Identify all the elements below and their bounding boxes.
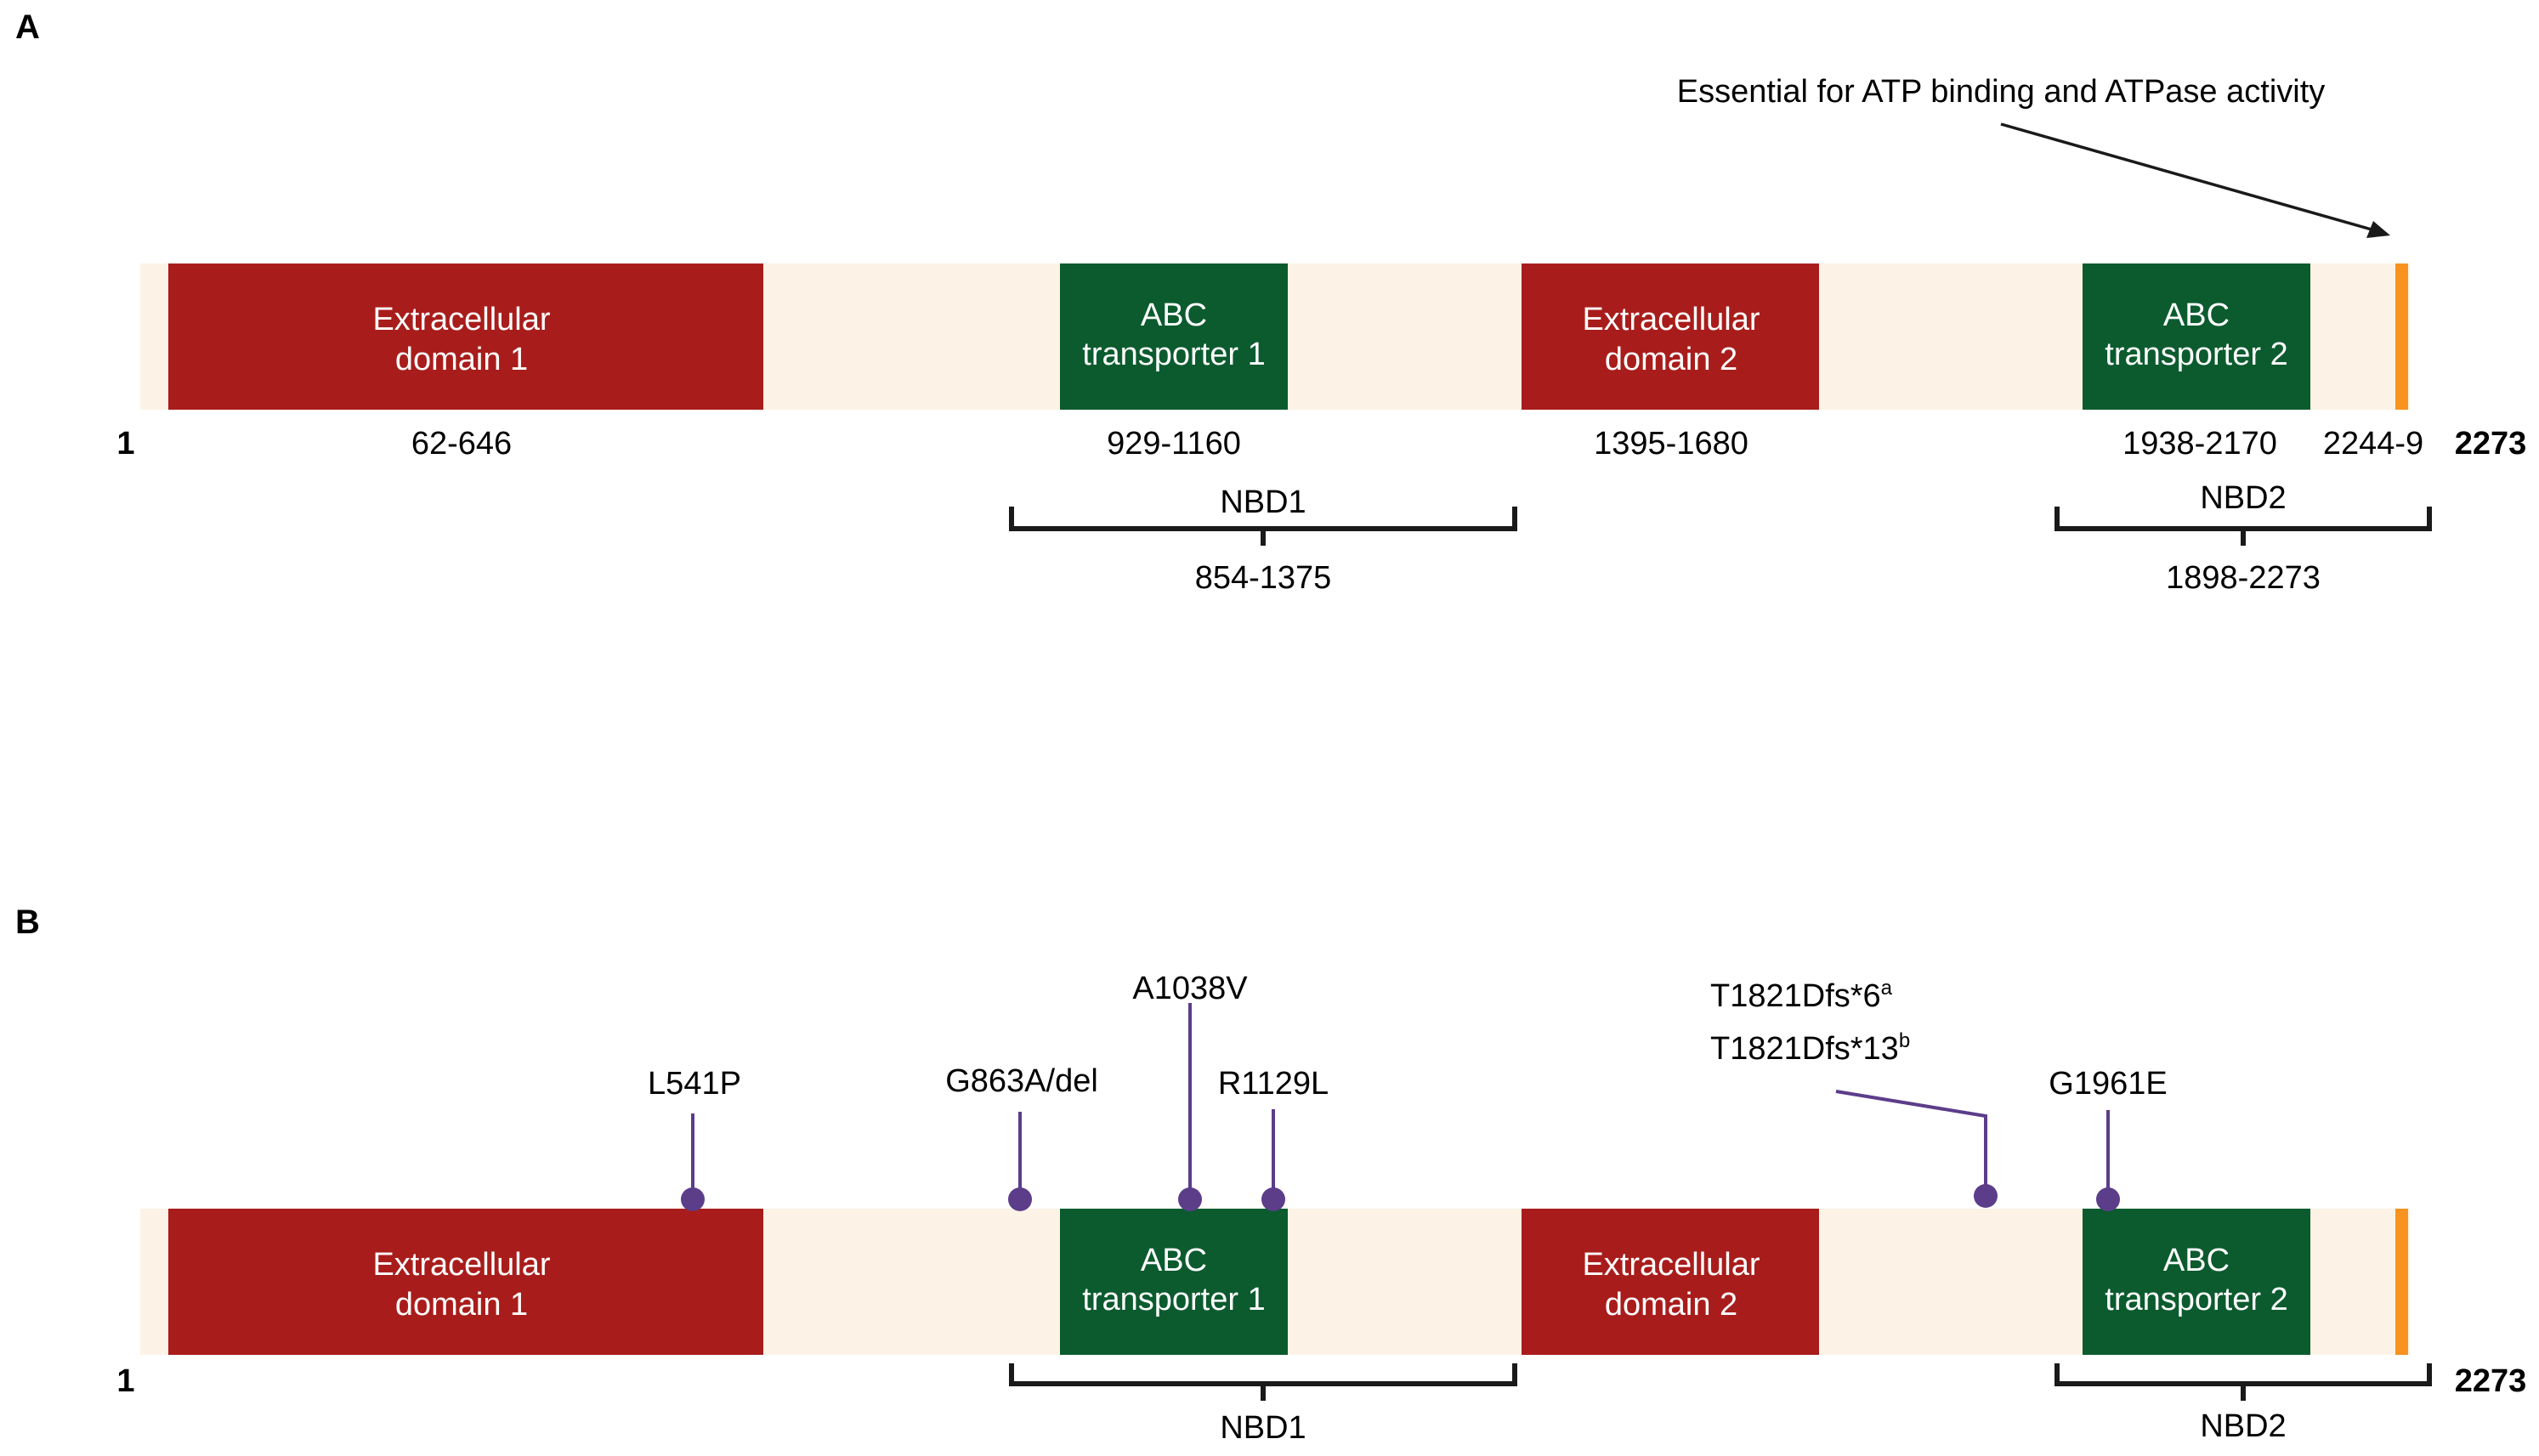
mutation-label: T1821Dfs*13b (1710, 1029, 1910, 1067)
mutation-t1821dfs: T1821Dfs*6a T1821Dfs*13b (1710, 977, 1998, 1208)
panel-b-ecd1-line1: Extracellular (372, 1247, 550, 1283)
panel-a: A Extracellular domain 1 ABC transporter… (15, 8, 2526, 596)
panel-a-abc-transporter-1 (1060, 263, 1288, 410)
mutation-dot-icon (1178, 1187, 1202, 1211)
panel-b-abc2-line2: transporter 2 (2105, 1282, 2287, 1317)
mutation-dot-icon (1008, 1187, 1032, 1211)
mutation-a1038v: A1038V (1132, 971, 1248, 1211)
mutation-label-sup2: b (1899, 1029, 1910, 1052)
mutation-label: G1961E (2049, 1066, 2167, 1102)
panel-b-end-label: 2273 (2455, 1363, 2527, 1399)
panel-a-letter: A (15, 8, 40, 46)
mutation-label-sup1: a (1881, 977, 1893, 1000)
panel-a-abc2-line1: ABC (2163, 297, 2230, 333)
panel-b-extracellular-domain-1 (168, 1209, 763, 1355)
panel-a-abc-transporter-2 (2083, 263, 2310, 410)
mutation-l541p: L541P (648, 1066, 741, 1211)
mutation-r1129l: R1129L (1218, 1066, 1329, 1211)
panel-a-extracellular-domain-1 (168, 263, 763, 410)
panel-a-nbd1-name: NBD1 (1220, 484, 1306, 520)
panel-b-atp-motif (2395, 1209, 2408, 1355)
panel-a-range-motif: 2244-9 (2323, 426, 2423, 462)
panel-b-ecd2-line1: Extracellular (1582, 1247, 1760, 1283)
panel-a-nbd1-range: 854-1375 (1195, 560, 1332, 596)
panel-a-ecd2-line1: Extracellular (1582, 302, 1760, 337)
panel-b-nbd1-name: NBD1 (1220, 1410, 1306, 1446)
panel-a-abc1-line1: ABC (1141, 297, 1207, 333)
panel-a-extracellular-domain-2 (1522, 263, 1819, 410)
panel-b-abc-transporter-2 (2083, 1209, 2310, 1355)
panel-a-nbd1-bracket (1009, 507, 1517, 546)
arrowhead-icon (2366, 221, 2390, 238)
panel-b-nbd2-name: NBD2 (2200, 1408, 2286, 1444)
panel-a-range-ecd1: 62-646 (411, 426, 512, 462)
panel-a-start-label: 1 (116, 426, 134, 462)
mutation-label: A1038V (1132, 971, 1248, 1006)
panel-a-ecd2-line2: domain 2 (1605, 342, 1737, 377)
panel-a-range-ecd2: 1395-1680 (1594, 426, 1748, 462)
panel-b-abc2-line1: ABC (2163, 1243, 2230, 1278)
panel-a-nbd2-range: 1898-2273 (2166, 560, 2321, 596)
mutation-dot-icon (1974, 1184, 1998, 1208)
panel-a-end-label: 2273 (2455, 426, 2527, 462)
mutation-dot-icon (1261, 1187, 1285, 1211)
panel-b-abc1-line2: transporter 1 (1082, 1282, 1265, 1317)
panel-a-annotation-text: Essential for ATP binding and ATPase act… (1677, 74, 2326, 110)
panel-b: B Extracellular domain 1 ABC transporter… (15, 904, 2526, 1446)
panel-a-abc2-line2: transporter 2 (2105, 337, 2287, 372)
mutation-g1961e: G1961E (2049, 1066, 2168, 1211)
mutation-dot-icon (2096, 1187, 2120, 1211)
panel-b-abc-transporter-1 (1060, 1209, 1288, 1355)
panel-b-nbd1-bracket (1009, 1363, 1517, 1401)
panel-a-atp-motif (2395, 263, 2408, 410)
mutation-leader (1835, 1090, 1987, 1196)
panel-a-nbd2-name: NBD2 (2200, 480, 2286, 516)
mutation-g863a-del: G863A/del (945, 1063, 1098, 1211)
panel-a-range-abc1: 929-1160 (1107, 426, 1241, 462)
panel-b-start-label: 1 (116, 1363, 134, 1399)
mutation-label: R1129L (1218, 1066, 1329, 1102)
panel-a-annotation-arrow (2000, 122, 2372, 231)
panel-a-range-abc2: 1938-2170 (2122, 426, 2277, 462)
panel-a-ecd1-line1: Extracellular (372, 302, 550, 337)
mutation-dot-icon (681, 1187, 705, 1211)
mutation-label-line1: T1821Dfs*6 (1710, 978, 1881, 1014)
mutation-label: T1821Dfs*6a (1710, 977, 1893, 1014)
panel-b-letter: B (15, 904, 40, 941)
panel-a-nbd2-bracket (2054, 507, 2432, 546)
panel-b-nbd2-bracket (2054, 1363, 2432, 1401)
panel-b-abc1-line1: ABC (1141, 1243, 1207, 1278)
mutation-label-line2: T1821Dfs*13 (1710, 1031, 1899, 1067)
panel-b-ecd1-line2: domain 1 (395, 1287, 528, 1323)
panel-b-ecd2-line2: domain 2 (1605, 1287, 1737, 1323)
panel-a-ecd1-line2: domain 1 (395, 342, 528, 377)
mutation-label: L541P (648, 1066, 741, 1102)
panel-a-abc1-line2: transporter 1 (1082, 337, 1265, 372)
mutation-label: G863A/del (945, 1063, 1098, 1099)
panel-b-extracellular-domain-2 (1522, 1209, 1819, 1355)
